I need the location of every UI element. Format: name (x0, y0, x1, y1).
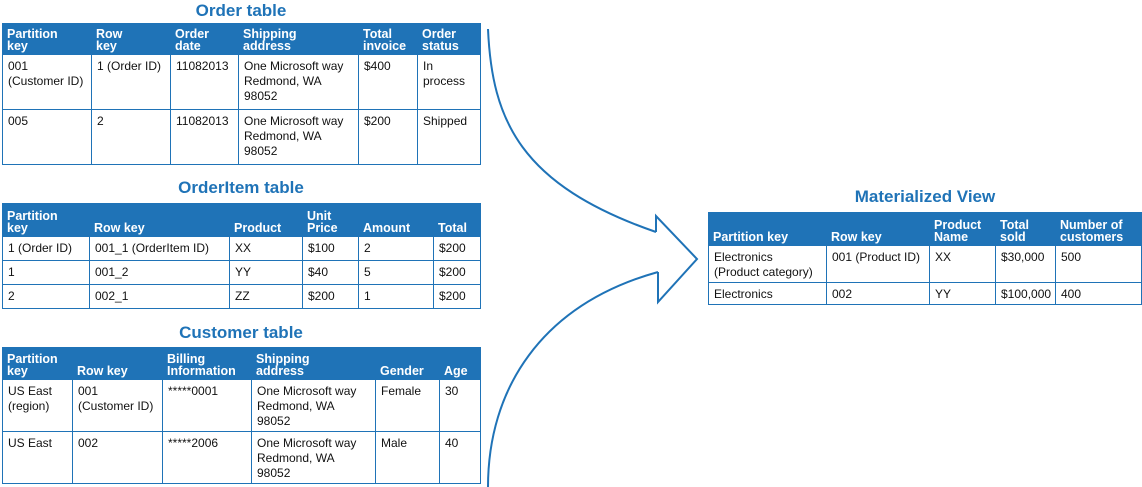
table-cell: $100 (302, 236, 359, 261)
table-cell: 11082013 (170, 109, 239, 165)
column-header: Shipping address (238, 23, 359, 55)
table-cell: 2 (2, 284, 90, 309)
table-cell: 002 (826, 282, 930, 305)
table-cell: In process (417, 54, 481, 110)
table-cell: $200 (433, 236, 481, 261)
table-cell: US East (region) (2, 379, 73, 432)
table-row: Electronics (Product category)001 (Produ… (708, 245, 1142, 283)
column-header: Order status (417, 23, 481, 55)
table-cell: $200 (433, 284, 481, 309)
table-cell: 002 (72, 431, 163, 484)
table-cell: 005 (2, 109, 92, 165)
table-cell: 30 (439, 379, 481, 432)
table-cell: Female (375, 379, 440, 432)
table-cell: $400 (358, 54, 418, 110)
table-cell: ZZ (229, 284, 303, 309)
column-header: Number of customers (1055, 212, 1142, 246)
column-header: Total sold (995, 212, 1056, 246)
column-header: Gender (375, 347, 440, 380)
column-header: Shipping address (251, 347, 376, 380)
table-cell: 001_2 (89, 260, 230, 285)
table-cell: One Microsoft way Redmond, WA 98052 (251, 431, 376, 484)
table-cell: $200 (358, 109, 418, 165)
table-cell: Electronics (Product category) (708, 245, 827, 283)
table-cell: 001 (Customer ID) (2, 54, 92, 110)
table-cell: 11082013 (170, 54, 239, 110)
table-cell: $200 (433, 260, 481, 285)
column-header: Total invoice (358, 23, 418, 55)
column-header: Product Name (929, 212, 996, 246)
column-header: Billing Information (162, 347, 252, 380)
table-cell: $100,000 (995, 282, 1056, 305)
column-header: Unit Price (302, 203, 359, 237)
table-cell: Shipped (417, 109, 481, 165)
table-cell: 500 (1055, 245, 1142, 283)
table-cell: One Microsoft way Redmond, WA 98052 (238, 109, 359, 165)
table-cell: YY (229, 260, 303, 285)
column-header: Row key (72, 347, 163, 380)
table-cell: 001 (Product ID) (826, 245, 930, 283)
table-cell: 001_1 (OrderItem ID) (89, 236, 230, 261)
column-header: Partition key (2, 203, 90, 237)
column-header: Order date (170, 23, 239, 55)
column-header: Partition key (2, 23, 92, 55)
table-cell: *****2006 (162, 431, 252, 484)
materialized-view-title: Materialized View (854, 187, 996, 206)
table-cell: XX (229, 236, 303, 261)
table-cell: 1 (2, 260, 90, 285)
lower-curve (487, 271, 659, 487)
column-header: Row key (91, 23, 171, 55)
column-header: Age (439, 347, 481, 380)
column-header: Product (229, 203, 303, 237)
column-header: Partition key (708, 212, 827, 246)
column-header: Row key (89, 203, 230, 237)
column-header: Partition key (2, 347, 73, 380)
table-cell: $30,000 (995, 245, 1056, 283)
table-cell: US East (2, 431, 73, 484)
table-cell: 001 (Customer ID) (72, 379, 163, 432)
table-cell: Male (375, 431, 440, 484)
table-cell: 1 (Order ID) (91, 54, 171, 110)
table-cell: $40 (302, 260, 359, 285)
column-header: Amount (358, 203, 434, 237)
table-cell: YY (929, 282, 996, 305)
table-cell: One Microsoft way Redmond, WA 98052 (251, 379, 376, 432)
order-table-title: Order table (195, 1, 287, 20)
table-cell: 400 (1055, 282, 1142, 305)
table-row: US East (region)001 (Customer ID)*****00… (2, 379, 481, 432)
table-cell: 002_1 (89, 284, 230, 309)
table-cell: Electronics (708, 282, 827, 305)
column-header: Total (433, 203, 481, 237)
upper-curve (487, 28, 657, 233)
customer-table-title: Customer table (179, 323, 303, 342)
table-cell: One Microsoft way Redmond, WA 98052 (238, 54, 359, 110)
table-cell: *****0001 (162, 379, 252, 432)
column-header: Row key (826, 212, 930, 246)
table-cell: 40 (439, 431, 481, 484)
arrow-head (655, 213, 699, 305)
orderitem-table-title: OrderItem table (178, 178, 304, 197)
